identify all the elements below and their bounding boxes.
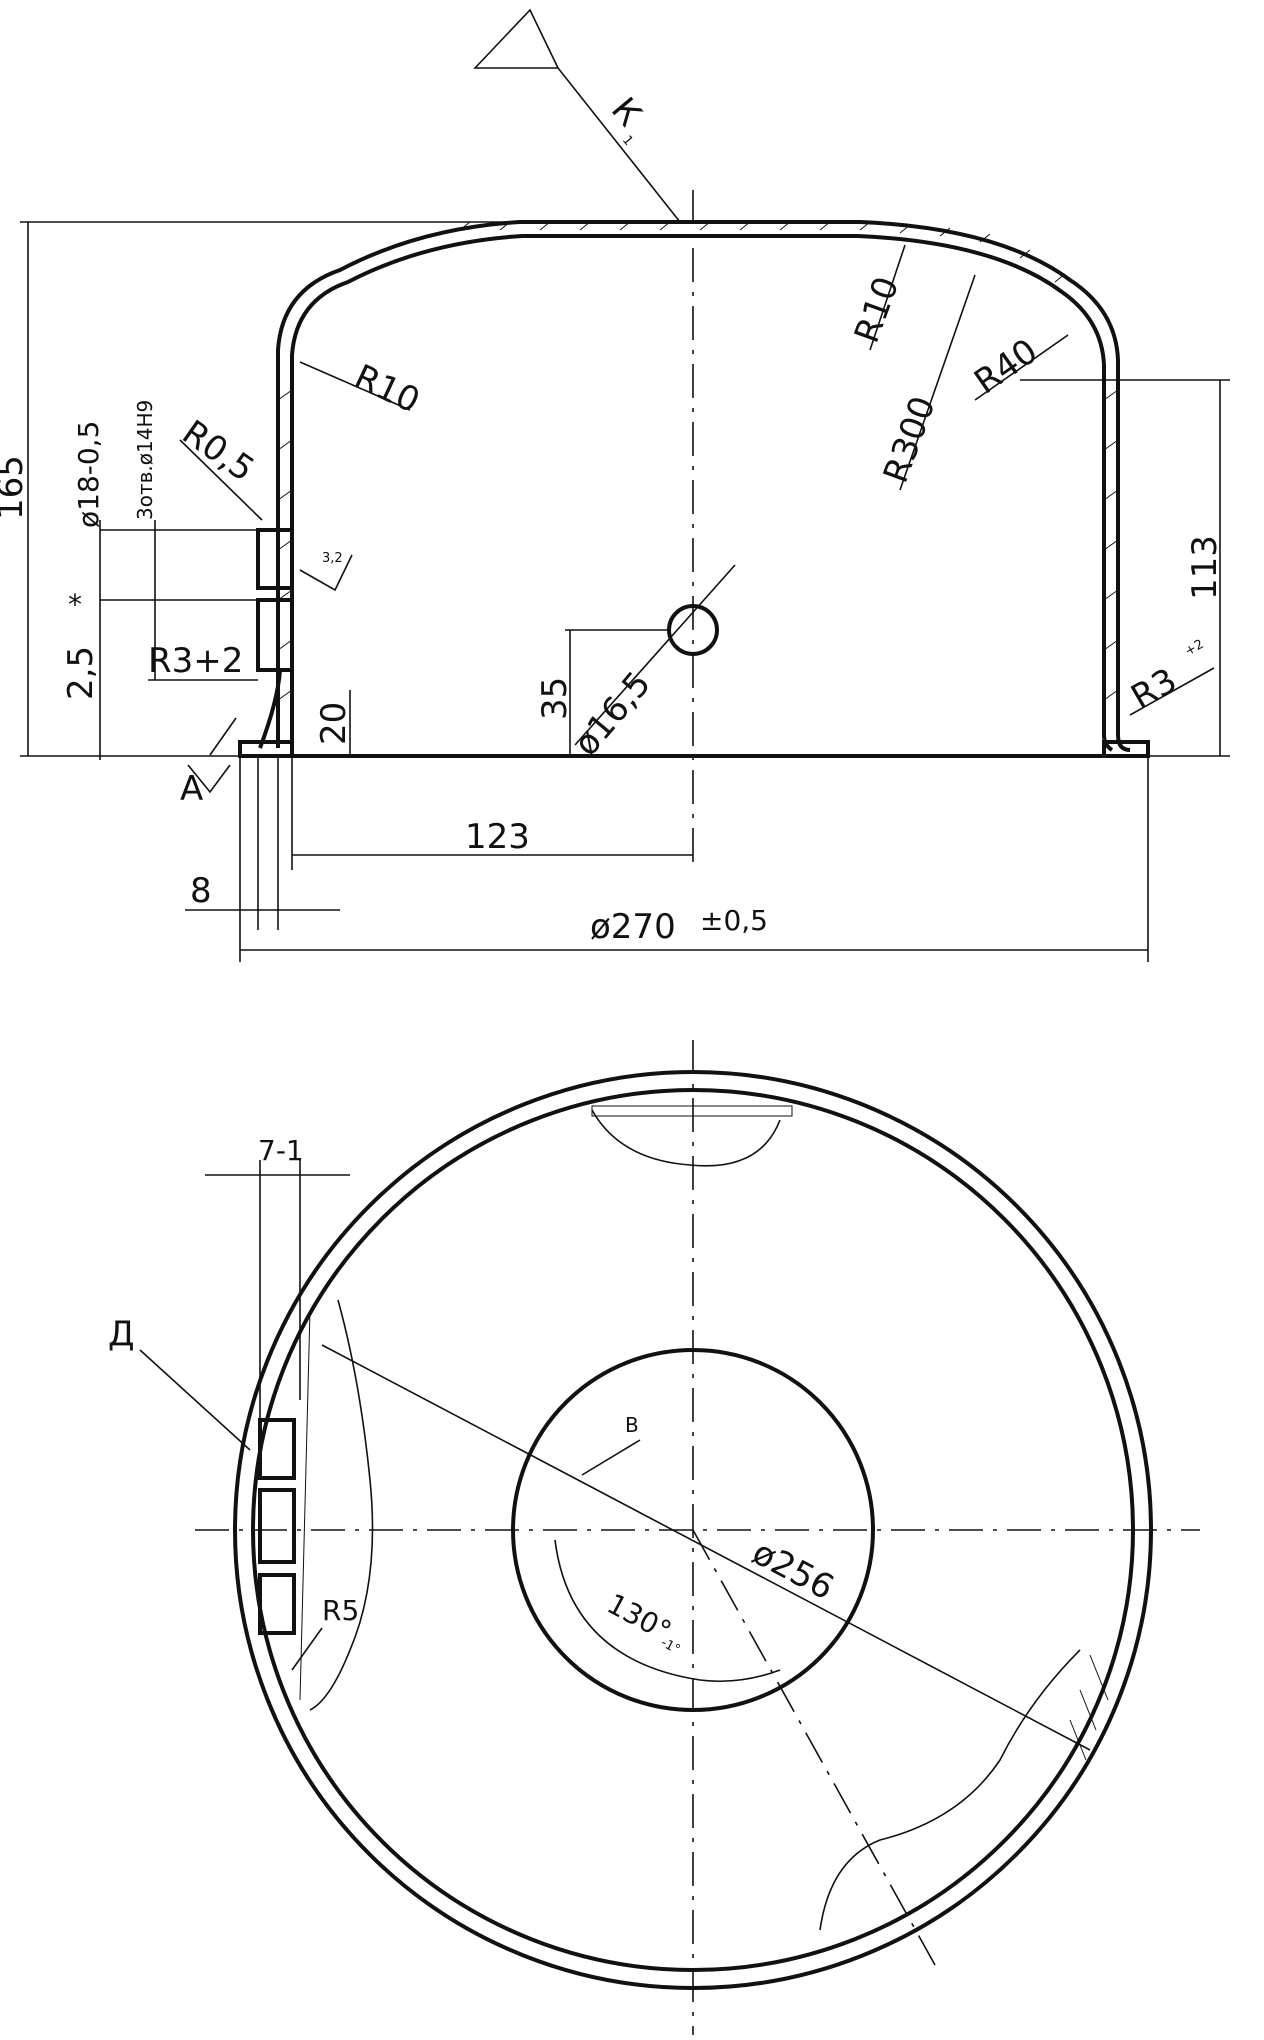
- top-breakout: [591, 1109, 781, 1167]
- lug-lower: [256, 598, 294, 672]
- radius-r10-right-label: R10: [847, 272, 907, 349]
- weld-leader: [557, 67, 681, 223]
- weld-note-sub-label: 1: [619, 133, 636, 149]
- left-flange: [238, 740, 294, 758]
- dim-35-label: 35: [535, 677, 575, 720]
- radius-r3-right-tol: +2: [1183, 637, 1207, 660]
- weld-note-label: К: [603, 90, 649, 134]
- view-letter-b-label: В: [625, 1413, 639, 1437]
- housing-outer-profile: [276, 220, 1131, 752]
- radius-r3-left-label: R3+2: [148, 641, 243, 681]
- lower-right-breakout: [819, 1649, 1081, 1931]
- dim-2-5-mark: *: [68, 588, 82, 621]
- inner-rim-circle: [251, 1088, 1135, 1972]
- inner-dia-label: ø256: [746, 1533, 840, 1609]
- r10-right-leader: [869, 244, 906, 351]
- outer-rim-circle: [233, 1070, 1153, 1990]
- dim-20-label: 20: [314, 702, 354, 745]
- angle-arc: [554, 1539, 781, 1683]
- wall-hatching: [277, 221, 1119, 701]
- roughness-symbol: [299, 554, 353, 592]
- front-section-view: 165 ø18-0,5 3отв.ø14H9 2,5 * R0,5 R10 R3…: [0, 8, 1230, 962]
- overall-dia-label: ø270: [590, 907, 676, 947]
- holes-note-label: 3отв.ø14H9: [133, 400, 157, 520]
- r0-5-leader: [179, 439, 263, 521]
- dim-165-label: 165: [0, 455, 31, 520]
- angle-line: [692, 1529, 936, 1966]
- hole-leader: [574, 564, 736, 746]
- r10-left-leader: [299, 361, 411, 411]
- dim-2-5-label: 2,5: [61, 646, 101, 700]
- plan-lug-1: [258, 1418, 296, 1480]
- dia-256-line: [321, 1344, 1091, 1751]
- r300-leader: [899, 274, 976, 491]
- lug-gusset: [258, 669, 282, 749]
- dim-123-label: 123: [465, 817, 530, 857]
- datum-letter-label: А: [180, 769, 203, 809]
- r3-right-leader: [1129, 667, 1215, 716]
- radius-r10-left-label: R10: [348, 357, 426, 422]
- inner-bore-circle: [511, 1348, 875, 1712]
- radius-r0-5-label: R0,5: [175, 413, 262, 490]
- hole-dia-label: ø16,5: [566, 664, 659, 764]
- plan-lug-2: [258, 1488, 296, 1564]
- lug-upper: [256, 528, 294, 590]
- r5-leader: [291, 1627, 323, 1671]
- plan-view: 7-1 Д R5 ø256 В 130° -1°: [108, 1040, 1200, 2035]
- dim-8-label: 8: [190, 871, 212, 911]
- top-breakout-hatch: [591, 1105, 793, 1117]
- view-b-leader: [581, 1439, 641, 1476]
- right-flange: [1102, 740, 1150, 758]
- housing-inner-profile: [290, 234, 1114, 752]
- left-breakout-wall: [299, 1309, 311, 1701]
- view-letter-d-label: Д: [108, 1314, 135, 1354]
- view-d-leader: [139, 1349, 251, 1451]
- dim-7-1-label: 7-1: [258, 1134, 304, 1167]
- overall-dia-tol-label: ±0,5: [700, 904, 768, 937]
- roughness-value-label: 3,2: [322, 551, 343, 566]
- left-breakout: [309, 1299, 374, 1711]
- r40-leader: [974, 334, 1069, 401]
- flange-hole-dia-label: ø18-0,5: [72, 421, 105, 528]
- datum-triangle: [187, 764, 231, 794]
- datum-leader: [209, 717, 237, 756]
- dim-113-label: 113: [1185, 535, 1225, 600]
- radius-r40-label: R40: [967, 331, 1045, 402]
- lower-right-breakout-wall: [1069, 1654, 1109, 1761]
- plan-lug-3: [258, 1573, 296, 1635]
- radius-r5-label: R5: [322, 1594, 359, 1627]
- radius-r300-label: R300: [876, 391, 944, 488]
- weld-triangle: [473, 8, 560, 69]
